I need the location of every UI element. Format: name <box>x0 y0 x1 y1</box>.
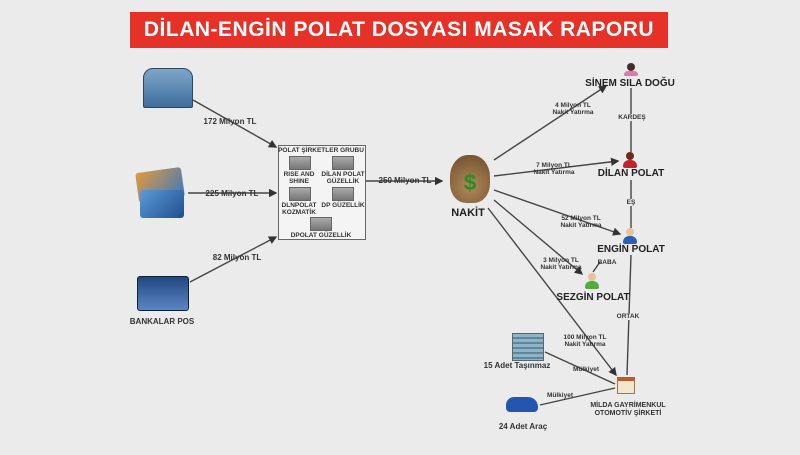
relation-baba: BABA <box>597 259 617 266</box>
flow-type: Nakit Yatırma <box>540 264 582 271</box>
flow-amount: 52 Milyon TL <box>561 215 601 222</box>
relation-ortak: ORTAK <box>616 313 640 320</box>
page-title: DİLAN-ENGİN POLAT DOSYASI MASAK RAPORU <box>130 12 668 48</box>
source-amount-2: 225 Milyon TL <box>205 189 259 198</box>
company-label: DP GÜZELLİK <box>321 202 365 209</box>
person-dilan: DİLAN POLAT <box>597 168 665 179</box>
person-sezgin: SEZGİN POLAT <box>556 292 630 303</box>
company-label: DPOLAT GÜZELLİK <box>290 232 352 239</box>
company-icon <box>289 156 311 170</box>
house-icon <box>617 377 635 394</box>
group-out-amount: 250 Milyon TL <box>378 176 432 185</box>
company-icon <box>332 156 354 170</box>
flow-type: Nakit Yatırma <box>552 109 594 116</box>
person-icon-sinem <box>624 63 638 79</box>
person-icon-sezgin <box>585 273 599 289</box>
company-icon <box>310 217 332 231</box>
company-name-line1: MİLDA GAYRİMENKUL <box>590 402 666 409</box>
relation-kardes: KARDEŞ <box>618 114 646 121</box>
flow-type: Nakit Yatırma <box>564 341 606 348</box>
flow-amount: 4 Milyon TL <box>555 102 591 109</box>
source-amount-3: 82 Milyon TL <box>212 253 262 262</box>
flow-amount: 3 Milyon TL <box>543 257 579 264</box>
relation-mulkiyet-cars: Mülkiyet <box>546 392 574 399</box>
bank-card-icon <box>137 276 189 311</box>
cash-label: NAKİT <box>451 207 485 219</box>
company-icon <box>332 187 354 201</box>
person-sinem: SİNEM SILA DOĞU <box>585 78 675 89</box>
flow-amount: 100 Milyon TL <box>563 334 607 341</box>
money-bag-icon: $ <box>450 155 490 203</box>
property-building-icon <box>512 333 544 361</box>
company-label: DİLAN POLAT GÜZELLİK <box>321 171 365 185</box>
relation-es: EŞ <box>626 199 636 206</box>
car-count: 24 Adet Araç <box>498 422 548 431</box>
relation-mulkiyet-property: Mülkiyet <box>572 366 600 373</box>
person-engin: ENGİN POLAT <box>597 244 665 255</box>
company-label: DLNPOLAT KOZMATİK <box>281 202 317 216</box>
bank-pos-label: BANKALAR POS <box>129 317 195 326</box>
company-name-line2: OTOMOTİV ŞİRKETİ <box>594 410 662 417</box>
company-icon <box>289 187 311 201</box>
source-amount-1: 172 Milyon TL <box>203 117 257 126</box>
company-label: RISE AND SHINE <box>283 171 315 185</box>
person-icon-engin <box>623 228 637 244</box>
flow-amount: 7 Milyon TL <box>536 162 572 169</box>
property-count: 15 Adet Taşınmaz <box>483 361 551 370</box>
flow-type: Nakit Yatırma <box>560 222 602 229</box>
car-icon <box>506 397 538 412</box>
building-icon <box>143 68 193 108</box>
person-icon-dilan <box>623 152 637 168</box>
credit-card-icon <box>140 190 184 218</box>
flow-type: Nakit Yatırma <box>533 169 575 176</box>
group-title: POLAT ŞİRKETLER GRUBU <box>278 147 364 154</box>
